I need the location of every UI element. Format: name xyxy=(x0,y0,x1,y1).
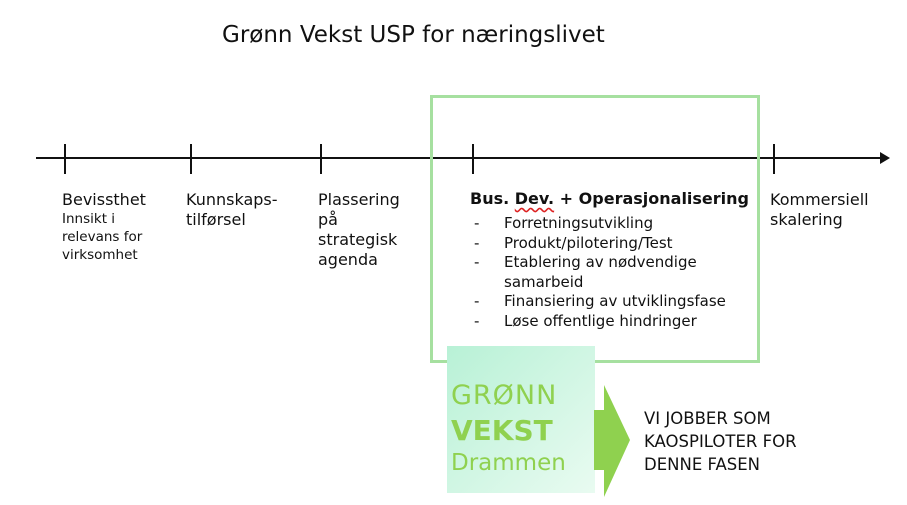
stage-busdev: Bus. Dev. + Operasjonalisering xyxy=(470,189,749,208)
bullet-text: Løse offentlige hindringer xyxy=(504,311,697,330)
stage-kommersiell: Kommersiell skalering xyxy=(770,190,869,229)
arrow-right-icon xyxy=(594,385,630,497)
list-item: - Forretningsutvikling xyxy=(474,214,764,234)
timeline-axis xyxy=(36,157,882,159)
slide-title: Grønn Vekst USP for næringslivet xyxy=(222,22,605,48)
list-item: - Produkt/pilotering/Test xyxy=(474,234,764,254)
logo-line: GRØNN xyxy=(451,380,558,411)
stage-plassering: Plassering på strategisk agenda xyxy=(318,190,400,269)
stage-bevissthet: Bevissthet Innsikt i relevans for virkso… xyxy=(62,190,172,264)
stage-label-part: Bus. xyxy=(470,189,515,208)
stage-sublabel: Innsikt i relevans for virksomhet xyxy=(62,211,143,263)
list-item: - Løse offentlige hindringer xyxy=(474,312,764,332)
bullet-list: - Forretningsutvikling - Produkt/piloterin… xyxy=(474,214,764,331)
stage-label-part: Dev. xyxy=(514,189,555,208)
timeline-tick xyxy=(190,144,192,174)
bullet-text: Forretningsutvikling xyxy=(504,214,654,232)
logo-line: Drammen xyxy=(451,450,566,476)
list-item: - Finansiering av utviklingsfase xyxy=(474,292,764,312)
stage-label-part: + Operasjonalisering xyxy=(554,189,749,208)
bullet-marker: - xyxy=(474,253,480,271)
timeline-arrowhead xyxy=(880,152,890,164)
slogan-text: VI JOBBER SOM KAOSPILOTER FOR DENNE FASE… xyxy=(644,409,797,474)
timeline-tick xyxy=(64,144,66,174)
bullet-text: Etablering av nødvendige samarbeid xyxy=(504,253,697,291)
list-item: - Etablering av nødvendige samarbeid xyxy=(474,253,764,292)
bullet-marker: - xyxy=(474,292,480,310)
bullet-marker: - xyxy=(474,311,480,330)
stage-kunnskap: Kunnskaps-tilførsel xyxy=(186,190,278,229)
timeline-tick xyxy=(773,144,775,174)
logo-line: VEKST xyxy=(451,414,553,447)
bullet-marker: - xyxy=(474,214,480,232)
bullet-marker: - xyxy=(474,233,480,252)
timeline-tick xyxy=(472,144,474,174)
bullet-text: Finansiering av utviklingsfase xyxy=(504,292,726,310)
gronn-vekst-logo: GRØNN VEKST Drammen xyxy=(447,346,595,493)
focus-frame xyxy=(430,95,760,363)
stage-label: Bevissthet xyxy=(62,190,146,209)
timeline-tick xyxy=(320,144,322,174)
bullet-text: Produkt/pilotering/Test xyxy=(504,233,673,252)
